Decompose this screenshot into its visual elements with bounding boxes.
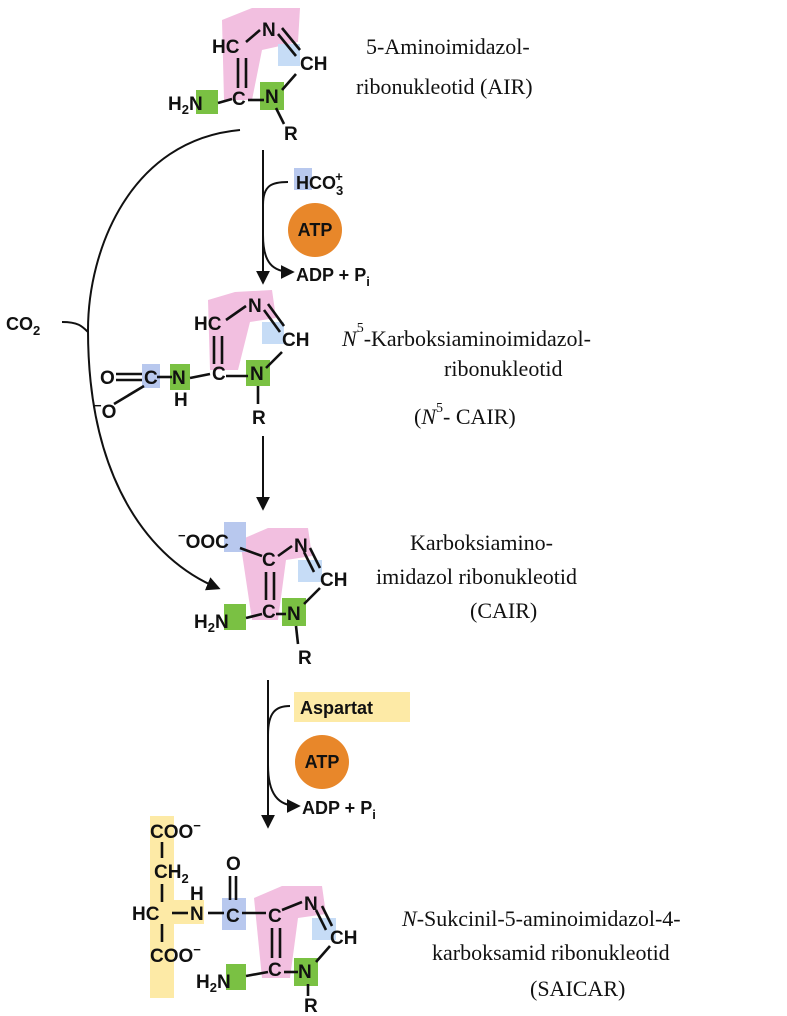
atom-h2n: H2N bbox=[168, 94, 203, 117]
atom-c: C bbox=[268, 960, 282, 981]
atom-c: C bbox=[232, 89, 246, 110]
carboxyl-highlight bbox=[294, 168, 312, 190]
ring-n-highlight bbox=[298, 560, 322, 582]
atom-c: C bbox=[262, 602, 276, 623]
ring-n-highlight bbox=[262, 322, 284, 344]
atom-n: N bbox=[262, 20, 276, 41]
atom-n: N bbox=[248, 296, 262, 317]
atom-ch: CH bbox=[300, 54, 327, 75]
atom-h2n: H2N bbox=[196, 972, 231, 995]
reagent-aspartate: Aspartat bbox=[300, 698, 373, 718]
reaction-step1: HCO3+ ATP ADP + Pi bbox=[256, 150, 370, 289]
atom-hc: HC bbox=[132, 904, 160, 925]
compound-cair: −OOC C N CH C N R H2N bbox=[178, 522, 347, 669]
atom-n: N bbox=[304, 894, 318, 915]
amino-highlight bbox=[170, 364, 190, 390]
atom-ch: CH bbox=[330, 928, 357, 949]
atom-c: C bbox=[212, 364, 226, 385]
atom-n: N bbox=[172, 368, 186, 389]
carboxyl-highlight bbox=[142, 364, 160, 388]
ring-highlight bbox=[240, 528, 312, 620]
amino-highlight bbox=[196, 90, 218, 114]
atom-r: R bbox=[298, 648, 312, 669]
name-cair-line1: Karboksiamino- bbox=[410, 530, 553, 555]
ring-highlight bbox=[222, 8, 300, 100]
name-air-line1: 5-Aminoimidazol- bbox=[366, 34, 530, 59]
atom-r: R bbox=[304, 996, 318, 1016]
ring-n-highlight bbox=[278, 44, 300, 66]
atom-o-minus: −O bbox=[94, 398, 116, 423]
ring-highlight bbox=[208, 290, 276, 370]
ring-n-highlight bbox=[246, 360, 270, 386]
atom-o: O bbox=[100, 368, 115, 389]
atom-n: N bbox=[190, 904, 204, 925]
amino-highlight bbox=[224, 604, 246, 630]
atom-r: R bbox=[284, 124, 298, 145]
atom-n: N bbox=[298, 962, 312, 983]
compound-saicar: COO− CH2 HC H N C O C N CH C N R COO− H2… bbox=[132, 816, 357, 1016]
atp-label: ATP bbox=[305, 752, 340, 772]
atp-circle bbox=[295, 735, 349, 789]
name-saicar-line2: karboksamid ribonukleotid bbox=[432, 940, 670, 965]
atom-c: C bbox=[268, 906, 282, 927]
atom-ch2: CH2 bbox=[154, 862, 189, 886]
name-saicar-line1: N-Sukcinil-5-aminoimidazol-4- bbox=[401, 906, 681, 931]
atom-coo-minus: COO− bbox=[150, 818, 201, 843]
carboxyl-highlight bbox=[224, 522, 246, 552]
atom-c: C bbox=[262, 550, 276, 571]
atom-ch: CH bbox=[282, 330, 309, 351]
atom-r: R bbox=[252, 408, 266, 429]
amino-highlight bbox=[226, 964, 246, 990]
atom-h: H bbox=[174, 390, 188, 411]
name-n5cair-line1: N5-Karboksiaminoimidazol- bbox=[341, 321, 591, 351]
atom-n: N bbox=[250, 364, 264, 385]
reagent-co2: CO2 bbox=[6, 314, 40, 338]
reaction-step3: Aspartat ATP ADP + Pi bbox=[261, 680, 410, 829]
name-saicar-line3: (SAICAR) bbox=[530, 976, 625, 1001]
atp-label: ATP bbox=[298, 220, 333, 240]
atom-h2n: H2N bbox=[194, 612, 229, 635]
atom-ch: CH bbox=[320, 570, 347, 591]
aspartate-highlight bbox=[294, 692, 410, 722]
products-adp-pi: ADP + Pi bbox=[302, 798, 376, 822]
atom-ooc-minus: −OOC bbox=[178, 528, 229, 553]
atom-hc: HC bbox=[194, 314, 222, 335]
name-cair-line3: (CAIR) bbox=[470, 598, 537, 623]
name-cair-line2: imidazol ribonukleotid bbox=[376, 564, 577, 589]
name-n5cair-line2: ribonukleotid bbox=[444, 356, 563, 381]
reaction-bypass: CO2 bbox=[6, 129, 241, 591]
compound-n5-cair: HC N CH C N R C N H O −O bbox=[94, 290, 309, 429]
atom-hc: HC bbox=[212, 37, 240, 58]
atom-c: C bbox=[144, 368, 158, 389]
atom-n: N bbox=[265, 87, 279, 108]
compound-air: HC N CH C N R H2N bbox=[168, 8, 327, 145]
ring-n-highlight bbox=[282, 598, 306, 626]
atom-coo-minus: COO− bbox=[150, 942, 201, 967]
atp-circle bbox=[288, 203, 342, 257]
reagent-hco3: HCO3+ bbox=[296, 169, 343, 198]
ring-n-highlight bbox=[260, 82, 284, 110]
atom-c: C bbox=[226, 906, 240, 927]
atom-n: N bbox=[287, 604, 301, 625]
atom-o: O bbox=[226, 854, 241, 875]
atom-n: N bbox=[294, 536, 308, 557]
name-air-line2: ribonukleotid (AIR) bbox=[356, 74, 533, 99]
products-adp-pi: ADP + Pi bbox=[296, 265, 370, 289]
name-n5cair-abbr: (N5- CAIR) bbox=[414, 401, 516, 429]
atom-h: H bbox=[190, 884, 204, 905]
